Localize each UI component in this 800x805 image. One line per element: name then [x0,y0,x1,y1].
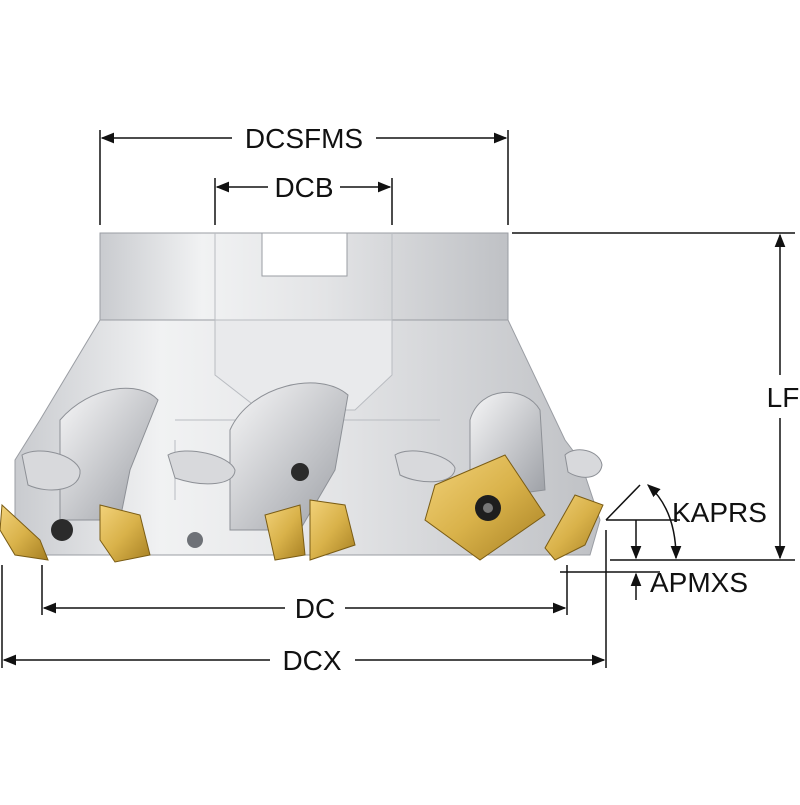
insert-left [0,503,49,561]
dimension-lines [1,130,795,668]
label-apmxs: APMXS [650,567,748,598]
insert-3 [264,504,306,561]
insert-2 [99,504,151,563]
insert-4 [309,499,356,561]
label-dcx: DCX [282,645,341,676]
insert-right [544,494,604,561]
label-kaprs: KAPRS [672,497,767,528]
label-dc: DC [295,593,335,624]
label-lf: LF [767,382,800,413]
label-dcb: DCB [274,172,333,203]
dimension-labels: DCSFMS DCB LF KAPRS APMXS DC DCX [245,123,799,676]
label-dcsfms: DCSFMS [245,123,363,154]
inserts [0,454,604,563]
drive-slot [261,232,348,277]
chip-flutes [21,382,603,548]
